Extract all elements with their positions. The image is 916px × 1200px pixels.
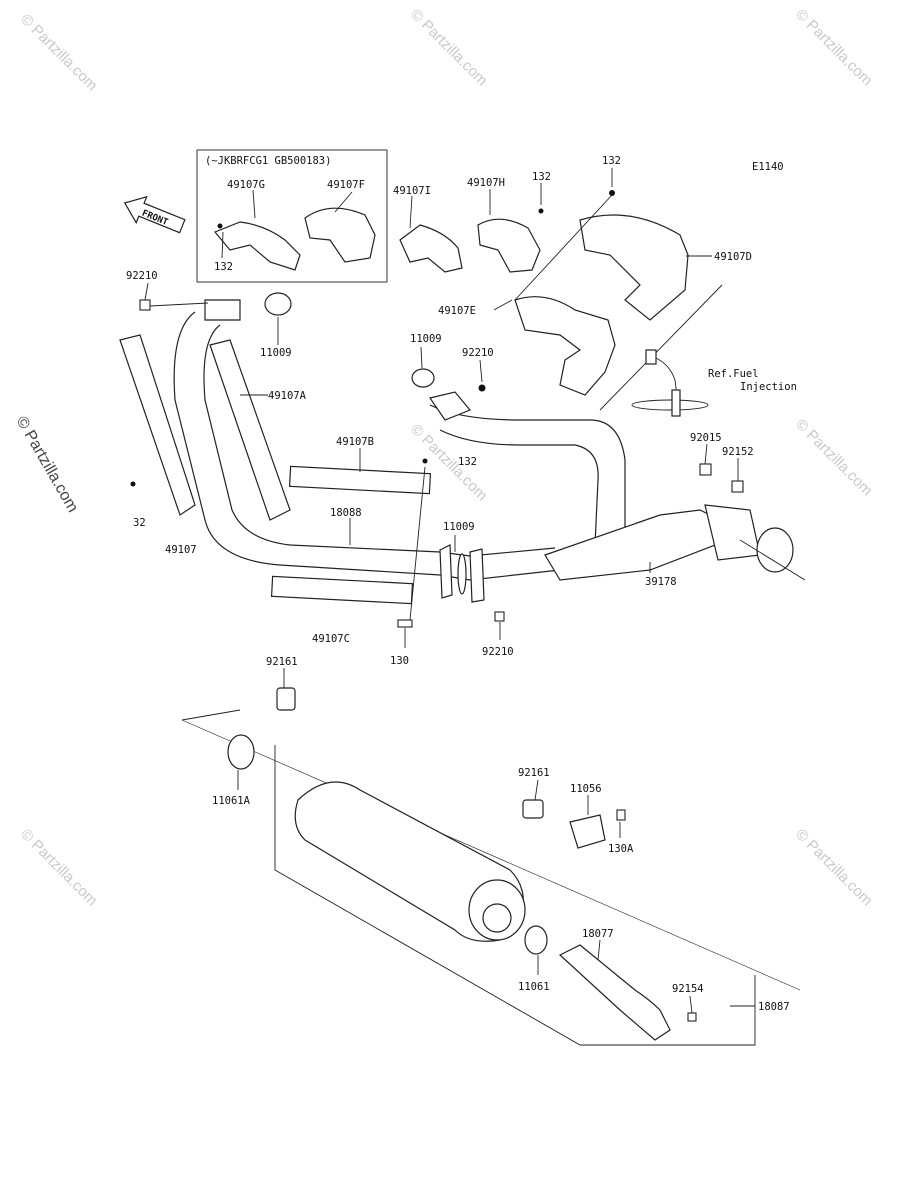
heat-shield-49107 (119, 334, 196, 516)
heat-shield-49107D (579, 214, 689, 321)
callout-18077: 18077 (582, 928, 614, 940)
callout-49107H: 49107H (467, 177, 505, 189)
callout-49107I: 49107I (393, 185, 431, 197)
callout-11009-left: 11009 (260, 347, 292, 359)
callout-11056: 11056 (570, 783, 602, 795)
watermark: © Partzilla.com (17, 11, 100, 94)
heat-shield-49107B (288, 465, 432, 495)
gasket-11009-left (264, 292, 292, 316)
o2-sensor (631, 349, 709, 417)
callout-49107: 49107 (165, 544, 197, 556)
callout-132-box: 132 (214, 261, 233, 273)
collector-39178 (544, 509, 721, 581)
gasket-11061 (524, 925, 548, 955)
callout-92210-mid: 92210 (462, 347, 494, 359)
nut-92210-left (139, 299, 151, 311)
bolt-130 (397, 619, 413, 628)
callout-49107A: 49107A (268, 390, 307, 402)
bracket-11056 (569, 814, 606, 849)
bolt-130A (616, 809, 626, 821)
variant-box: (~JKBRFCG1 GB500183) (196, 149, 388, 283)
callout-11009-mid: 11009 (410, 333, 442, 345)
screw-92154 (687, 1012, 697, 1022)
callout-130A: 130A (608, 843, 634, 855)
callout-39178: 39178 (645, 576, 677, 588)
nut-92015 (699, 463, 712, 476)
heat-shield-49107H (477, 218, 541, 273)
callout-132-top: 132 (602, 155, 621, 167)
callout-132-mid: 132 (458, 456, 477, 468)
gasket-11009-mid (411, 368, 435, 388)
watermark-side: © Partzilla.com (13, 414, 82, 516)
ref-note-line2: Injection (740, 381, 797, 393)
callout-49107B: 49107B (336, 436, 374, 448)
callout-11009-low: 11009 (443, 521, 475, 533)
heat-shield-49107E (514, 296, 616, 396)
callout-49107G: 49107G (227, 179, 265, 191)
watermark: © Partzilla.com (792, 416, 875, 499)
heat-shield-49107F (304, 207, 376, 263)
callout-49107F: 49107F (327, 179, 365, 191)
damper-92161-mid (522, 799, 544, 819)
callout-18087: 18087 (758, 1001, 790, 1013)
callout-18088: 18088 (330, 507, 362, 519)
callout-49107C: 49107C (312, 633, 350, 645)
leader-lines (144, 168, 755, 1014)
callout-49107E: 49107E (438, 305, 476, 317)
ref-note-line1: Ref.Fuel (708, 368, 759, 380)
watermark: © Partzilla.com (17, 826, 100, 909)
callout-92210-left: 92210 (126, 270, 158, 282)
heat-shield-49107C (270, 575, 414, 605)
heat-shield-49107G (214, 221, 301, 271)
callout-92152: 92152 (722, 446, 754, 458)
callout-92161-top: 92161 (266, 656, 298, 668)
heat-shield-49107I (399, 224, 463, 273)
nut-92152 (731, 480, 744, 493)
watermark: © Partzilla.com (792, 826, 875, 909)
callout-11061: 11061 (518, 981, 550, 993)
callout-32-left: 32 (133, 517, 146, 529)
front-arrow: FRONT (123, 195, 186, 234)
callout-92210-low: 92210 (482, 646, 514, 658)
callout-49107D: 49107D (714, 251, 752, 263)
damper-92161-top (276, 687, 296, 711)
watermark: © Partzilla.com (407, 6, 490, 89)
callout-labels: 49107G 49107F 132 49107I 49107H 132 132 … (126, 155, 797, 1013)
gasket-11009-low (457, 553, 467, 595)
callout-92015: 92015 (690, 432, 722, 444)
callout-11061A: 11061A (212, 795, 251, 807)
diagram-code: E1140 (752, 161, 784, 173)
watermark: © Partzilla.com (792, 6, 875, 89)
callout-92154: 92154 (672, 983, 704, 995)
callout-92161-mid: 92161 (518, 767, 550, 779)
variant-note: (~JKBRFCG1 GB500183) (205, 155, 331, 167)
nut-92210-low (494, 611, 505, 622)
tail-pipe-18077 (558, 944, 671, 1041)
heat-shield-49107A (209, 339, 291, 521)
callout-130: 130 (390, 655, 409, 667)
exhaust-flange (204, 299, 241, 321)
gasket-11061A (227, 734, 255, 770)
callout-132-right: 132 (532, 171, 551, 183)
